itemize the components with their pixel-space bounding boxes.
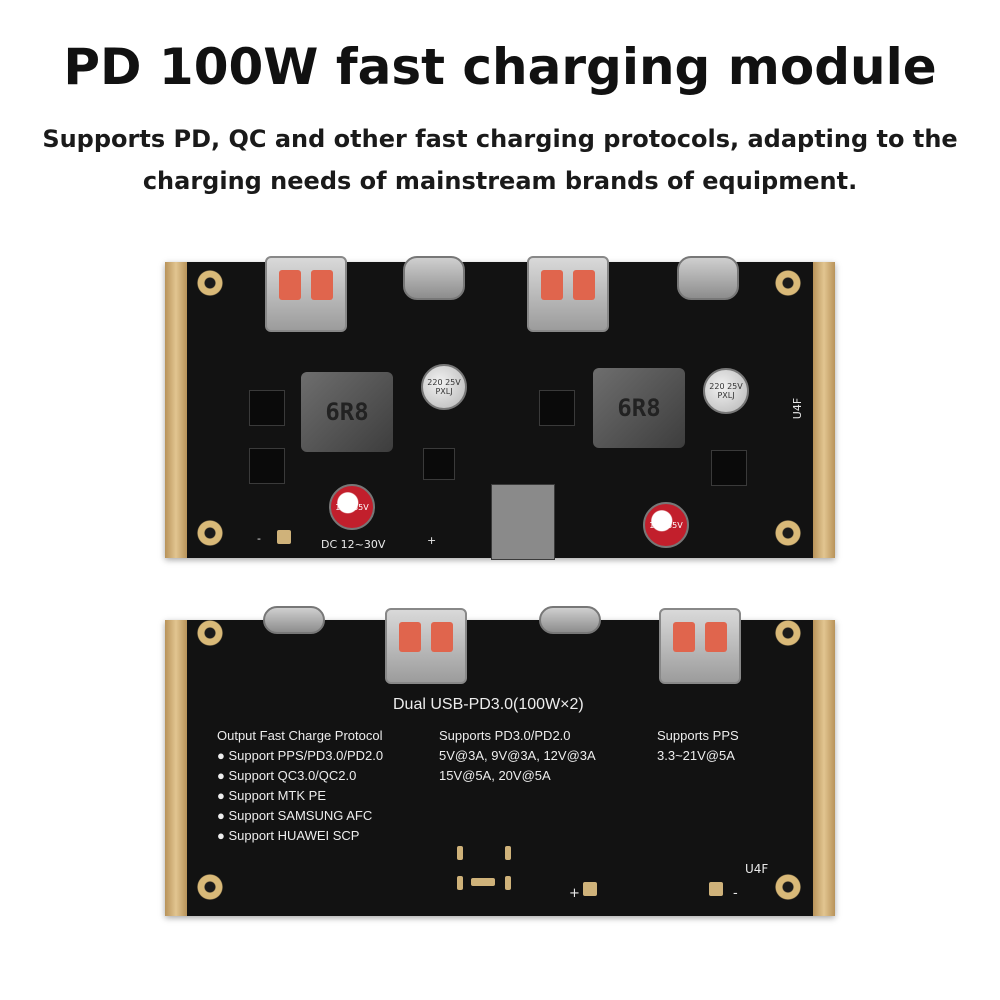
- solder-pad: [583, 882, 597, 896]
- capacitor-big-right: 100 35V: [643, 502, 689, 548]
- pd-line: 15V@5A, 20V@5A: [439, 768, 551, 783]
- inductor-left: 6R8: [301, 372, 393, 452]
- usb-c-port: [677, 256, 739, 300]
- board-id-label: U4F: [745, 862, 769, 876]
- minus-marking: -: [257, 532, 261, 545]
- protocol-item: ● Support QC3.0/QC2.0: [217, 768, 357, 783]
- protocol-title: Output Fast Charge Protocol: [217, 728, 383, 743]
- mount-hole: [775, 520, 801, 546]
- mount-hole: [197, 520, 223, 546]
- gold-edge-right: [813, 262, 835, 558]
- pd-title: Supports PD3.0/PD2.0: [439, 728, 571, 743]
- minus-marking: -: [733, 886, 738, 901]
- usb-c-input-port: [491, 484, 555, 560]
- mosfet-chip: [249, 448, 285, 484]
- mount-hole: [197, 874, 223, 900]
- page-subtitle: Supports PD, QC and other fast charging …: [42, 125, 958, 195]
- pps-column: Supports PPS 3.3~21V@5A: [657, 726, 739, 766]
- mount-hole: [197, 270, 223, 296]
- mount-hole: [197, 620, 223, 646]
- plus-marking: +: [569, 886, 580, 901]
- usb-a-port: [265, 256, 347, 332]
- plus-marking: +: [427, 534, 437, 547]
- pd-column: Supports PD3.0/PD2.0 5V@3A, 9V@3A, 12V@3…: [439, 726, 596, 786]
- protocol-item: ● Support PPS/PD3.0/PD2.0: [217, 748, 384, 763]
- protocol-item: ● Support HUAWEI SCP: [217, 828, 360, 843]
- mount-hole: [775, 620, 801, 646]
- gold-edge-left: [165, 620, 187, 916]
- protocol-item: ● Support MTK PE: [217, 788, 327, 803]
- top-board-photo: 6R8 6R8 220 25V PXLJ 220 25V PXLJ 100 35…: [165, 256, 835, 560]
- usb-a-port: [385, 608, 467, 684]
- gold-edge-left: [165, 262, 187, 558]
- board-id-label: U4F: [791, 397, 805, 420]
- solder-pad: [277, 530, 291, 544]
- pps-title: Supports PPS: [657, 728, 739, 743]
- solder-pad: [505, 846, 511, 860]
- usb-c-port: [263, 606, 325, 634]
- mosfet-chip: [539, 390, 575, 426]
- page-title: PD 100W fast charging module: [63, 38, 937, 96]
- solder-pad: [709, 882, 723, 896]
- mosfet-chip: [249, 390, 285, 426]
- capacitor-small-right: 220 25V PXLJ: [703, 368, 749, 414]
- dc-voltage-label: DC 12~30V: [321, 538, 386, 551]
- solder-pad: [457, 846, 463, 860]
- solder-pad: [471, 878, 495, 886]
- solder-pad: [457, 876, 463, 890]
- board-heading: Dual USB-PD3.0(100W×2): [393, 696, 584, 713]
- pps-line: 3.3~21V@5A: [657, 748, 735, 763]
- mount-hole: [775, 270, 801, 296]
- controller-chip: [423, 448, 455, 480]
- usb-c-port: [403, 256, 465, 300]
- protocol-item: ● Support SAMSUNG AFC: [217, 808, 373, 823]
- usb-a-port: [659, 608, 741, 684]
- pd-line: 5V@3A, 9V@3A, 12V@3A: [439, 748, 596, 763]
- bottom-board-photo: Dual USB-PD3.0(100W×2) Output Fast Charg…: [165, 606, 835, 916]
- usb-a-port: [527, 256, 609, 332]
- mount-hole: [775, 874, 801, 900]
- capacitor-big-left: 100 35V: [329, 484, 375, 530]
- controller-chip: [711, 450, 747, 486]
- solder-pad: [505, 876, 511, 890]
- gold-edge-right: [813, 620, 835, 916]
- usb-c-port: [539, 606, 601, 634]
- protocol-column: Output Fast Charge Protocol ● Support PP…: [217, 726, 383, 846]
- capacitor-small-left: 220 25V PXLJ: [421, 364, 467, 410]
- inductor-right: 6R8: [593, 368, 685, 448]
